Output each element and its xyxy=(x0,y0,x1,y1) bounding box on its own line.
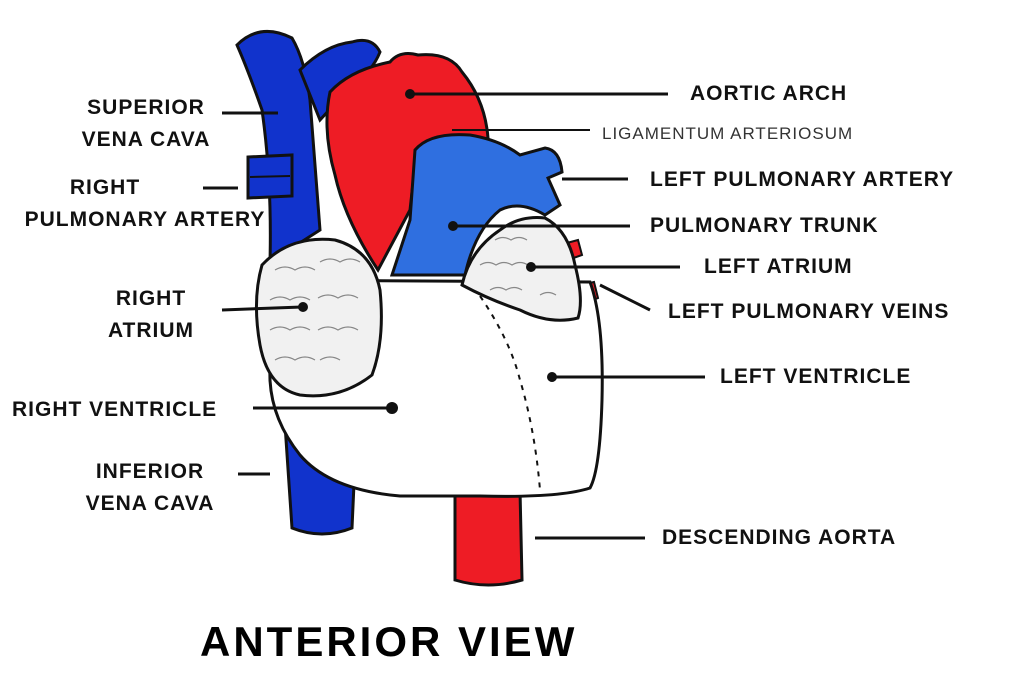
label-superior-vena-cava-line2: Vena Cava xyxy=(81,128,211,151)
label-inferior-vena-cava: Inferior Vena Cava xyxy=(70,456,230,520)
left-atrium-texture xyxy=(479,236,557,296)
label-right-atrium-line1: Right xyxy=(115,287,187,310)
label-right-pulmonary-artery: Right Pulmonary Artery xyxy=(20,172,270,236)
leader-dots xyxy=(298,89,557,414)
label-ligamentum-arteriosum: Ligamentum Arteriosum xyxy=(602,124,854,143)
label-inferior-vena-cava-line2: Vena Cava xyxy=(85,492,215,515)
label-aortic-arch: Aortic Arch xyxy=(690,82,848,105)
label-right-ventricle: Right Ventricle xyxy=(12,398,218,421)
left-atrium-shape xyxy=(460,216,582,322)
label-right-pulmonary-artery-line1: Right xyxy=(69,176,141,199)
label-left-pulmonary-artery: Left Pulmonary Artery xyxy=(650,168,955,191)
label-right-atrium-line2: Atrium xyxy=(107,319,195,342)
label-superior-vena-cava: Superior Vena Cava xyxy=(66,92,226,156)
right-atrium-shape xyxy=(254,237,383,398)
label-pulmonary-trunk: Pulmonary Trunk xyxy=(650,214,879,237)
right-atrium-texture xyxy=(269,258,361,361)
label-right-pulmonary-artery-line2: Pulmonary Artery xyxy=(24,208,266,231)
leader-lines xyxy=(203,92,705,540)
label-inferior-vena-cava-line1: Inferior xyxy=(95,460,205,483)
descending-aorta-shape xyxy=(453,488,524,587)
label-descending-aorta: Descending Aorta xyxy=(662,526,897,549)
label-left-atrium: Left Atrium xyxy=(704,255,853,278)
pulmonary-trunk-shape xyxy=(389,133,564,277)
label-left-ventricle: Left Ventricle xyxy=(720,365,912,388)
diagram-title: Anterior View xyxy=(200,618,578,665)
label-right-atrium: Right Atrium xyxy=(76,283,226,347)
label-left-pulmonary-veins: Left Pulmonary Veins xyxy=(668,300,950,323)
label-superior-vena-cava-line1: Superior xyxy=(87,96,205,119)
